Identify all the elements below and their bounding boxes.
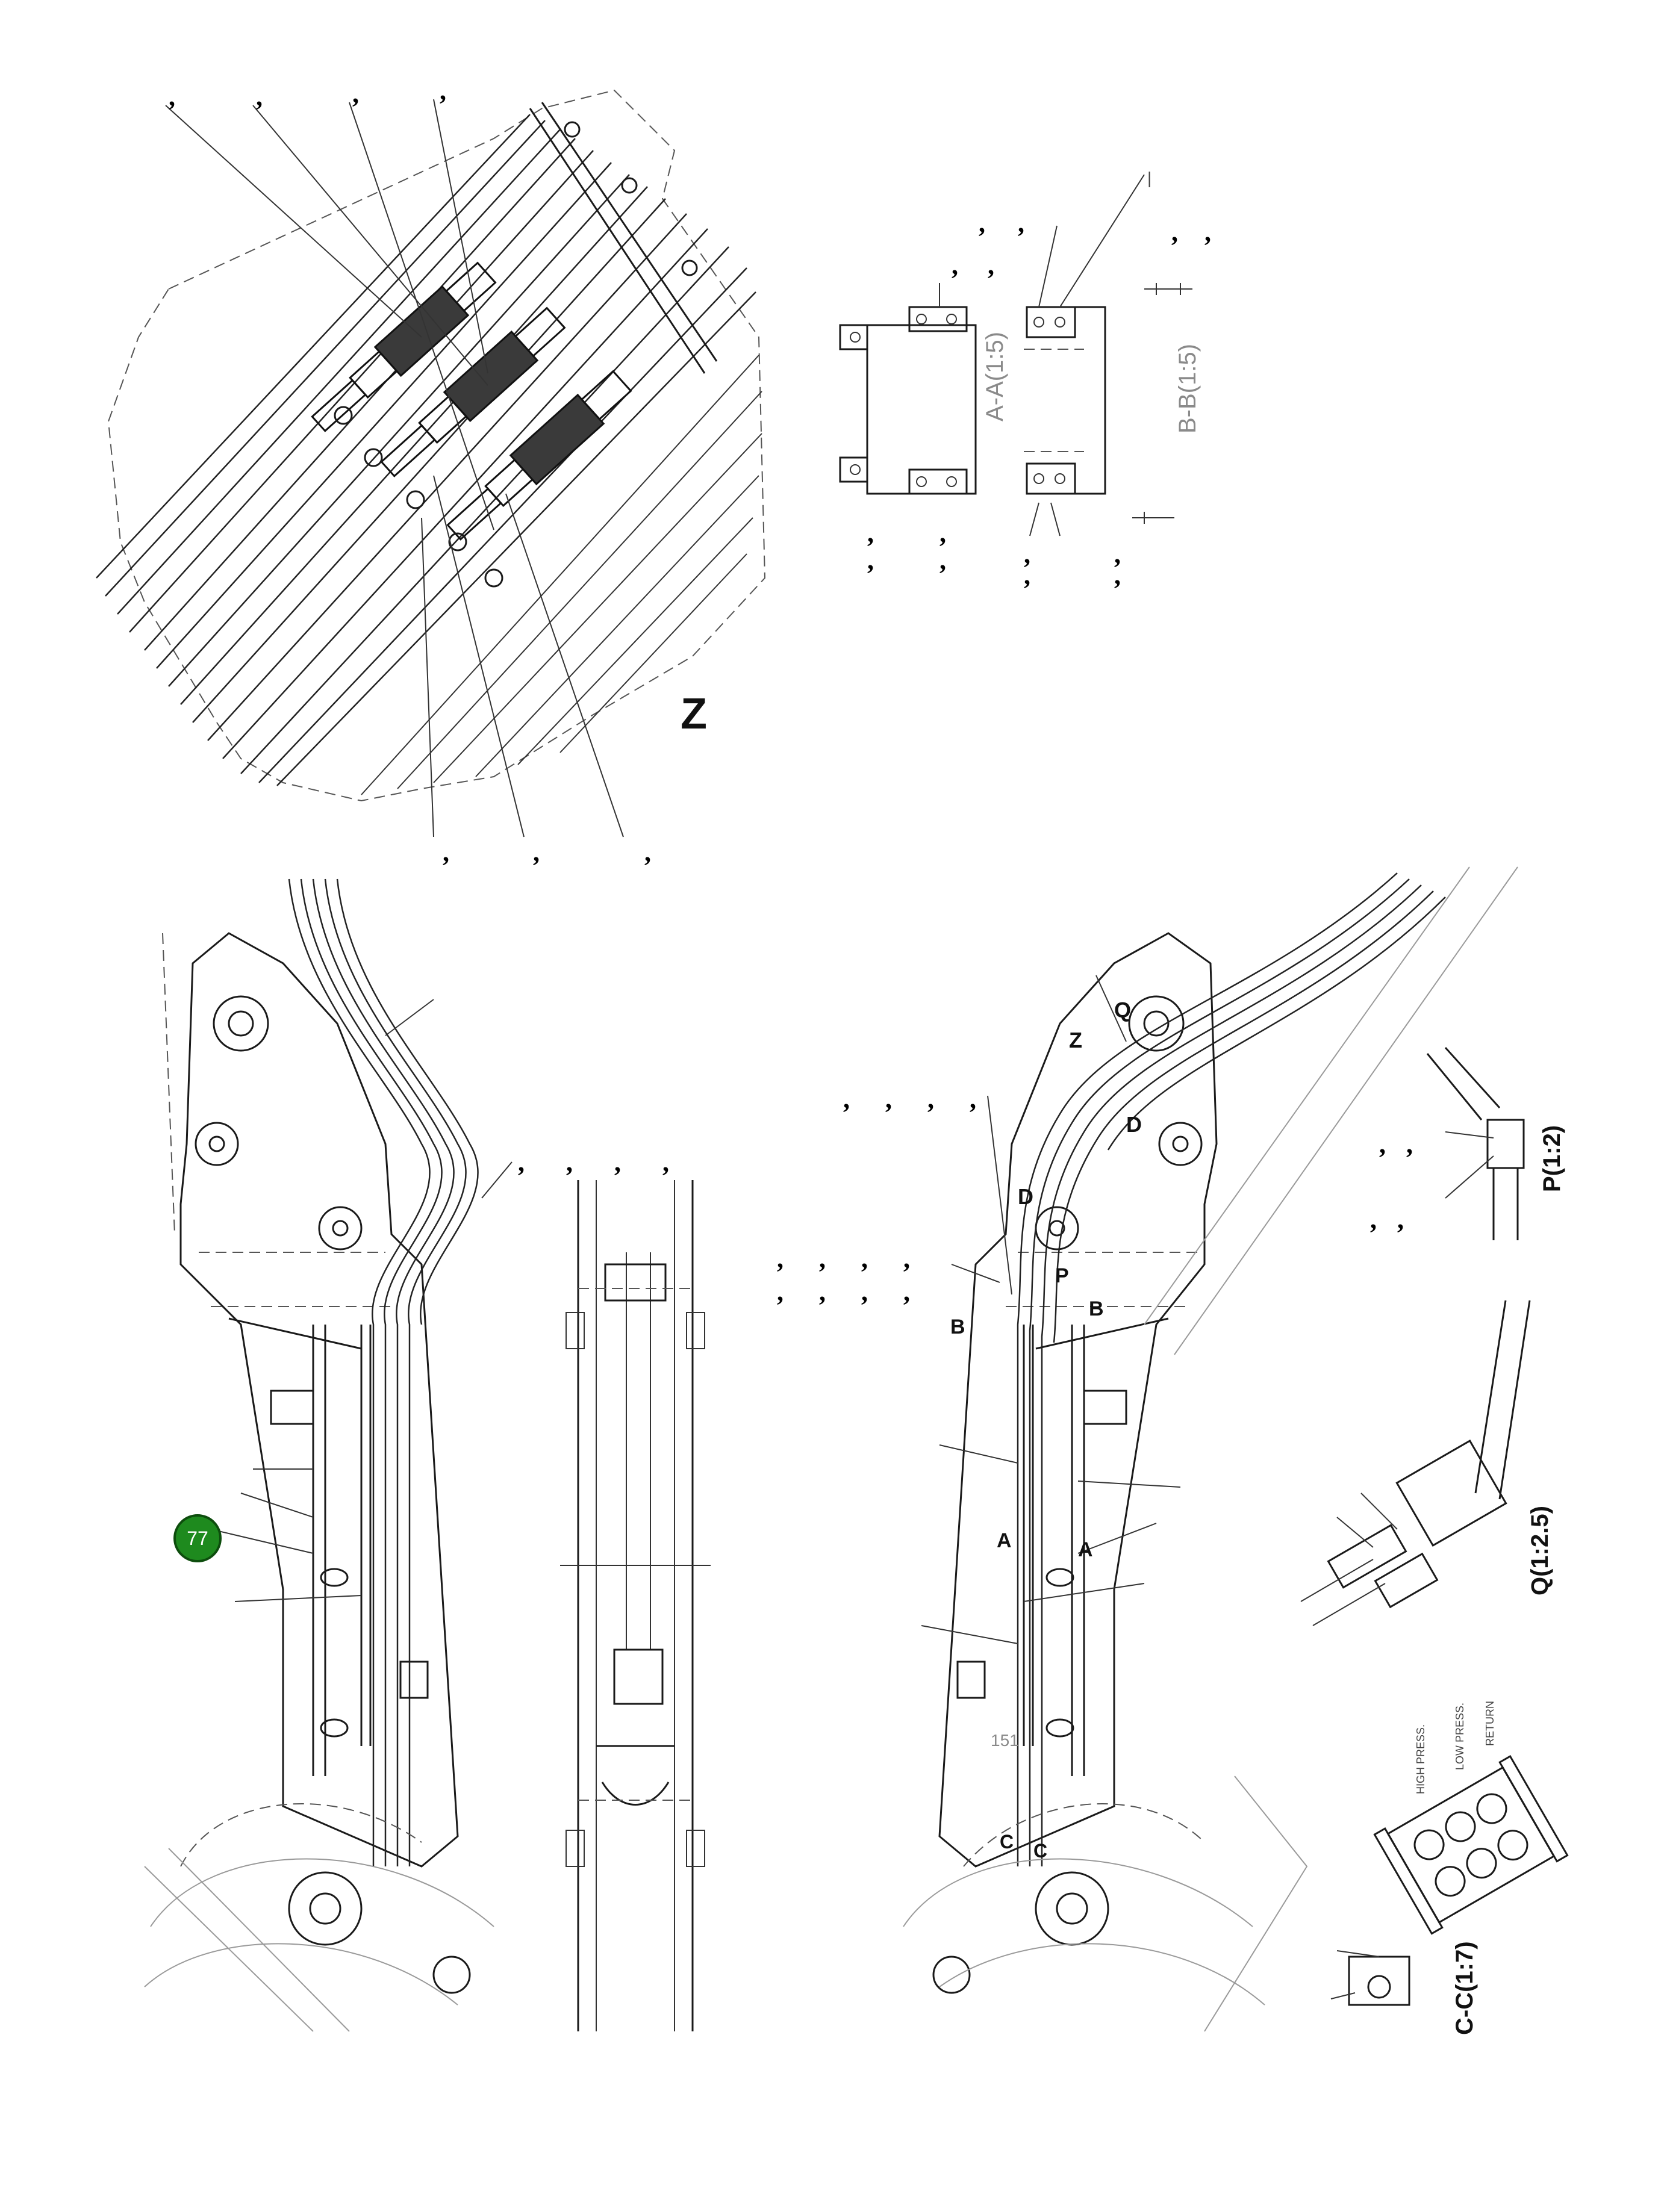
detail-q-label: Q(1:2.5) [1527,1506,1553,1595]
marker-b-left: B [950,1316,965,1338]
cc-note-low: LOW PRESS. [1454,1703,1466,1770]
svg-text:,: , [1018,208,1024,238]
marker-a-left: A [997,1529,1012,1552]
svg-text:,: , [1370,1205,1377,1234]
svg-text:,: , [1024,561,1030,590]
svg-text:,: , [903,1244,910,1273]
svg-text:|: | [1147,169,1151,187]
boom-side-view-right: Z Q D D P B B A A C C 151 , , , , , , , … [777,866,1518,2032]
marker-c-right: C [1033,1840,1047,1862]
detail-z-couplers [311,261,632,588]
svg-text:,: , [518,1148,525,1177]
svg-text:,: , [777,1277,784,1306]
marker-a-right: A [1078,1538,1093,1561]
svg-text:,: , [1024,539,1030,569]
svg-text:,: , [952,250,958,280]
svg-text:,: , [1397,1205,1404,1234]
svg-text:,: , [1114,561,1121,590]
dimension-text: 151 [991,1731,1019,1750]
svg-text:,: , [1114,539,1121,569]
marker-b-right: B [1089,1297,1104,1320]
svg-text:,: , [256,82,263,111]
svg-text:,: , [777,1244,784,1273]
marker-d-top: D [1126,1112,1142,1137]
svg-text:,: , [662,1148,669,1177]
marker-d-mid: D [1018,1184,1033,1209]
svg-text:,: , [1204,217,1211,247]
svg-text:,: , [644,837,651,867]
svg-text:,: , [843,1084,850,1114]
svg-text:,: , [819,1277,826,1306]
section-a-a-label: A-A(1:5) [982,332,1008,421]
left-view-hose-bundle [288,878,479,1866]
section-a-a-view: A-A(1:5) , , , , , , , , [839,208,1024,575]
svg-text:,: , [939,545,946,575]
detail-z-hose-bundle [96,114,762,795]
svg-text:,: , [440,76,446,105]
svg-text:,: , [566,1148,573,1177]
svg-text:,: , [861,1277,868,1306]
svg-text:,: , [533,837,540,867]
cc-note-return: RETURN [1484,1701,1496,1746]
svg-text:,: , [927,1084,934,1114]
svg-text:,: , [970,1084,976,1114]
svg-text:,: , [1379,1129,1386,1159]
svg-text:,: , [979,208,985,238]
detail-z-label: Z [681,690,707,738]
boom-side-view-left: , , , , 77 [144,878,669,2032]
svg-text:,: , [819,1244,826,1273]
svg-text:,: , [939,518,946,548]
svg-text:,: , [861,1244,868,1273]
svg-text:,: , [352,79,359,108]
section-c-c-label: C-C(1:7) [1451,1941,1478,2035]
boom-top-view-center [560,1180,711,2031]
detail-z-leaders [165,99,624,837]
detail-p-view: P(1:2) , , , , [1370,1046,1565,1240]
callout-badge-77[interactable]: 77 [173,1514,222,1562]
section-b-b-label: B-B(1:5) [1174,344,1201,433]
cc-note-high: HIGH PRESS. [1415,1724,1427,1794]
detail-p-label: P(1:2) [1539,1125,1565,1192]
svg-text:,: , [1406,1129,1413,1159]
svg-text:,: , [169,82,175,111]
svg-text:,: , [885,1084,892,1114]
svg-text:,: , [614,1148,621,1177]
section-c-c-view: HIGH PRESS. LOW PRESS. RETURN C-C(1:7) [1330,1701,1569,2035]
svg-text:,: , [443,837,449,867]
marker-q: Q [1114,998,1131,1022]
callout-badge-number: 77 [187,1527,208,1549]
svg-text:,: , [867,545,874,575]
section-b-b-view: B-B(1:5) , , , , , , | [1024,169,1211,590]
svg-text:,: , [988,250,994,280]
right-view-hose-bundle [1017,872,1446,1866]
marker-p: P [1055,1264,1069,1287]
detail-q-view: Q(1:2.5) [1300,1300,1553,1626]
svg-text:,: , [867,518,874,548]
svg-text:,: , [1171,217,1178,247]
marker-c-left: C [1000,1831,1014,1853]
marker-z: Z [1069,1028,1082,1052]
detail-z-view: , , , , , , , Z [96,76,766,867]
svg-text:,: , [903,1277,910,1306]
